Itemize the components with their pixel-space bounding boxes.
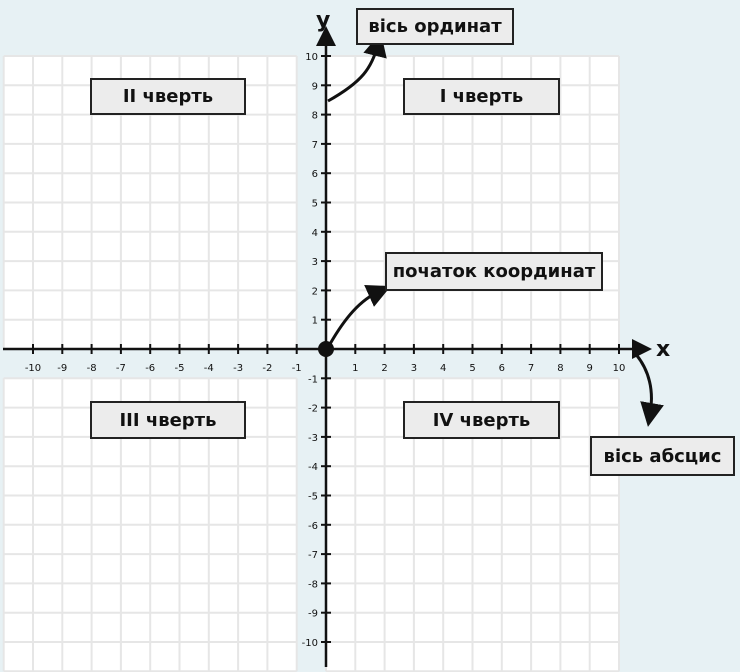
abscissa-label: вісь абсцис [590, 436, 735, 476]
x-tick-label: -10 [25, 363, 41, 374]
x-axis-letter: x [656, 337, 670, 362]
y-tick-label: -6 [308, 521, 318, 532]
x-tick-label: 2 [381, 363, 387, 374]
y-tick-label: 7 [312, 140, 318, 151]
quadrant-2-label: II чверть [90, 78, 246, 115]
quadrant-4-label: IV чверть [403, 401, 560, 439]
y-tick-label: -7 [308, 550, 318, 561]
x-tick-label: 6 [499, 363, 505, 374]
x-tick-label: 9 [587, 363, 593, 374]
x-tick-label: -4 [204, 363, 214, 374]
y-tick-label: 8 [312, 111, 318, 122]
x-tick-label: 10 [613, 363, 626, 374]
y-tick-label: 4 [312, 228, 318, 239]
y-tick-label: 1 [312, 316, 318, 327]
x-tick-label: 1 [352, 363, 358, 374]
y-tick-label: -3 [308, 433, 318, 444]
x-tick-label: 5 [469, 363, 475, 374]
y-tick-label: 6 [312, 169, 318, 180]
y-tick-label: -4 [308, 462, 318, 473]
x-tick-label: 8 [557, 363, 563, 374]
origin-label: початок координат [385, 252, 603, 291]
x-tick-label: -8 [87, 363, 97, 374]
y-tick-label: 9 [312, 81, 318, 92]
x-tick-label: -7 [116, 363, 126, 374]
y-tick-label: 10 [305, 52, 318, 63]
quadrant-1-label: I чверть [403, 78, 560, 115]
x-tick-label: -1 [292, 363, 302, 374]
y-tick-label: -9 [308, 609, 318, 620]
abscissa-callout-arrow [632, 351, 664, 427]
x-tick-label: -5 [175, 363, 185, 374]
y-tick-label: -2 [308, 404, 318, 415]
y-tick-label: -1 [308, 374, 318, 385]
ticks: -10 -9 -8 -7 -6 -5 -4 -3 -2 -1 1 2 3 4 5 6 7 8 9 10 -10 -9 -8 -… [25, 52, 626, 649]
quadrant-3-label: III чверть [90, 401, 246, 439]
y-tick-label: -8 [308, 579, 318, 590]
x-tick-label: 7 [528, 363, 534, 374]
y-axis-letter: y [316, 8, 330, 33]
ordinate-label: вісь ординат [356, 8, 514, 45]
x-tick-label: 3 [411, 363, 417, 374]
x-tick-label: 4 [440, 363, 446, 374]
y-tick-label: -10 [302, 638, 318, 649]
y-tick-label: 3 [312, 257, 318, 268]
ordinate-callout-arrow [327, 32, 387, 103]
origin-point [318, 341, 334, 357]
y-tick-label: 2 [312, 286, 318, 297]
origin-callout-arrow [328, 284, 391, 345]
callout-arrows [327, 32, 664, 427]
y-tick-label: -5 [308, 492, 318, 503]
x-tick-label: -3 [233, 363, 243, 374]
x-tick-label: -6 [145, 363, 155, 374]
x-tick-label: -9 [57, 363, 67, 374]
y-tick-label: 5 [312, 199, 318, 210]
x-tick-label: -2 [262, 363, 272, 374]
